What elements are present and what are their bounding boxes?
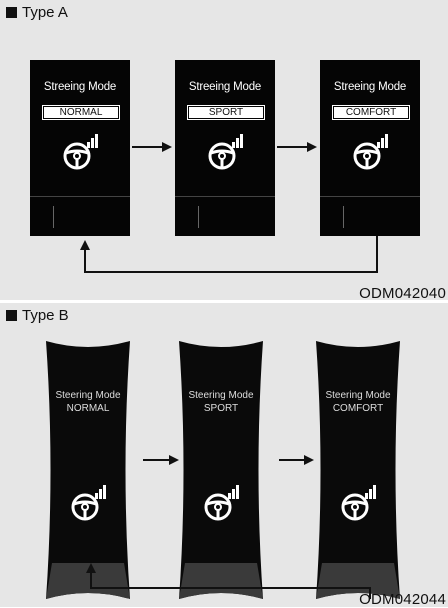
mode-value: COMFORT: [332, 105, 410, 120]
section-divider: [0, 300, 448, 303]
panel-tick: [343, 206, 344, 228]
type-b-panel-normal: Steering Mode NORMAL: [38, 341, 138, 599]
arrow-icon: [162, 142, 172, 152]
type-a-section: Type A Streeing Mode NORMAL Streeing Mod…: [0, 0, 448, 302]
panel-shape: [316, 341, 400, 599]
type-a-heading: Type A: [6, 4, 68, 21]
panel-title: Streeing Mode: [188, 81, 262, 93]
panel-tick: [53, 206, 54, 228]
mode-value: NORMAL: [66, 403, 110, 414]
panel-title: Steering Mode: [325, 390, 391, 401]
arrow-icon: [307, 142, 317, 152]
type-a-arrows: [80, 142, 378, 273]
panel-divider: [175, 196, 275, 197]
panel-title: Streeing Mode: [43, 81, 117, 93]
panel-tick: [198, 206, 199, 228]
square-bullet-icon: [6, 7, 17, 18]
type-a-label: Type A: [22, 4, 68, 21]
square-bullet-icon: [6, 310, 17, 321]
arrow-icon: [86, 563, 96, 573]
arrow-comfort-to-normal: [84, 236, 378, 273]
figure-code: ODM042044: [359, 591, 446, 608]
type-b-panel-comfort: Steering Mode COMFORT: [308, 341, 408, 599]
panel-divider: [30, 196, 130, 197]
arrow-comfort-to-normal: [90, 571, 371, 599]
panel-divider: [320, 196, 420, 197]
panel-title: Streeing Mode: [333, 81, 407, 93]
arrow-icon: [80, 240, 90, 250]
type-b-panel-sport: Steering Mode SPORT: [171, 341, 271, 599]
type-b-label: Type B: [22, 307, 69, 324]
panel-shape: [46, 341, 130, 599]
panel-title: Steering Mode: [188, 390, 254, 401]
mode-value: NORMAL: [42, 105, 120, 120]
mode-value: SPORT: [203, 403, 239, 414]
mode-value: COMFORT: [332, 403, 384, 414]
type-a-panel-normal: Streeing Mode NORMAL: [30, 60, 130, 236]
arrow-icon: [169, 455, 179, 465]
type-b-heading: Type B: [6, 307, 69, 324]
panel-title: Steering Mode: [55, 390, 121, 401]
type-a-panel-comfort: Streeing Mode COMFORT: [320, 60, 420, 236]
type-b-section: Type B Steering Mode NORMAL Steering Mod…: [0, 303, 448, 608]
figure-code: ODM042040: [359, 285, 446, 302]
mode-value: SPORT: [187, 105, 265, 120]
panel-shape: [179, 341, 263, 599]
type-b-arrows: [86, 455, 371, 599]
arrow-icon: [304, 455, 314, 465]
type-a-panel-sport: Streeing Mode SPORT: [175, 60, 275, 236]
